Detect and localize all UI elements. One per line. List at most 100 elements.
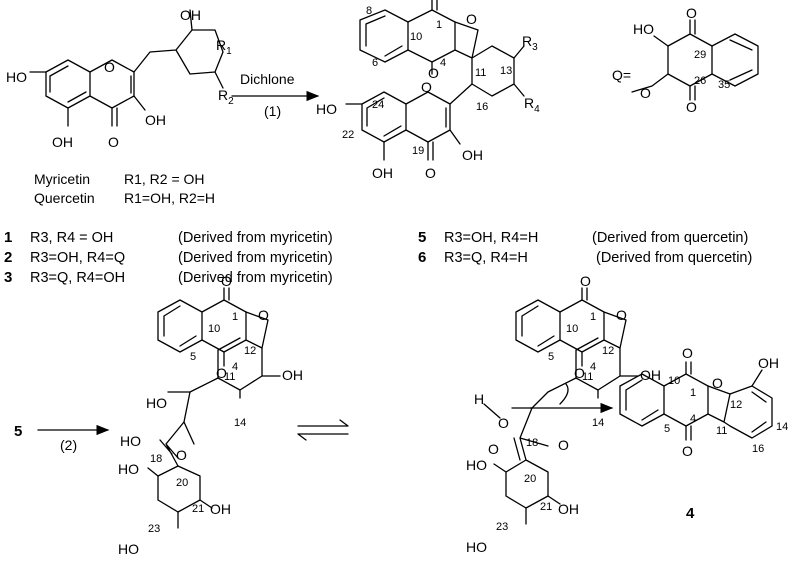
- fp-furan-oxygen: O: [712, 375, 723, 391]
- flavonol-7-oh: HO: [6, 69, 27, 85]
- flavonol-r1: R1: [216, 37, 232, 57]
- flavonol-structure: [29, 9, 224, 127]
- fp-num-5: 5: [664, 423, 670, 435]
- flavonol-ring-oxygen: O: [104, 59, 115, 75]
- ib-num-5: 5: [548, 351, 554, 363]
- final-compound-label: 4: [686, 505, 695, 522]
- q-num-26: 26: [694, 75, 706, 87]
- ia-aryl-oh-2: OH: [210, 501, 231, 517]
- compound-3-entry: 3 R3=Q, R4=OH (Derived from myricetin): [4, 269, 333, 286]
- fp-num-12: 12: [730, 399, 742, 411]
- step-2-label: (2): [60, 437, 77, 453]
- product-5-oh: OH: [372, 165, 393, 181]
- myricetin-name: Myricetin: [34, 171, 90, 187]
- svg-text:(Derived from myricetin): (Derived from myricetin): [178, 270, 333, 286]
- ia-18-carbonyl: O: [176, 447, 187, 463]
- quercetin-substituents: R1=OH, R2=H: [124, 190, 215, 206]
- svg-text:3: 3: [4, 269, 12, 286]
- fp-num-4: 4: [690, 413, 696, 425]
- fp-carbonyl-4: O: [682, 443, 693, 459]
- fp-12-oh: OH: [758, 355, 779, 371]
- svg-text:(Derived from myricetin): (Derived from myricetin): [178, 230, 333, 246]
- ib-ketone-oxygen: O: [558, 437, 569, 453]
- q-num-29: 29: [694, 49, 706, 61]
- svg-text:2: 2: [4, 249, 12, 266]
- svg-text:R3, R4 = OH: R3, R4 = OH: [30, 230, 113, 246]
- product-quinone-o4: O: [428, 65, 439, 81]
- q-group-structure: [631, 19, 759, 101]
- intermediate-b-structure: [483, 287, 639, 525]
- svg-text:R3=OH, R4=H: R3=OH, R4=H: [444, 230, 538, 246]
- ia-num-1: 1: [232, 311, 238, 323]
- reagent-dichlone: Dichlone: [240, 71, 295, 87]
- ib-attacking-oxygen: O: [498, 415, 509, 431]
- compound-6-entry: 6 R3=Q, R4=H (Derived from quercetin): [418, 249, 752, 266]
- ib-aryl-oh-1: HO: [466, 457, 487, 473]
- ia-enol-oh-1: HO: [146, 395, 167, 411]
- compound-1-entry: 1 R3, R4 = OH (Derived from myricetin): [4, 229, 333, 246]
- final-product-structure: [619, 361, 773, 441]
- flavonol-3-oh: OH: [145, 112, 166, 128]
- ia-carbonyl-4: O: [216, 365, 227, 381]
- product-19-carbonyl: O: [425, 165, 436, 181]
- q-hydroxyl: HO: [633, 21, 654, 37]
- svg-text:R3=Q, R4=OH: R3=Q, R4=OH: [30, 270, 125, 286]
- product-furan-oxygen: O: [466, 11, 477, 27]
- svg-text:R3=OH, R4=Q: R3=OH, R4=Q: [30, 250, 125, 266]
- flavonol-5-oh: OH: [52, 134, 73, 150]
- fp-num-14: 14: [776, 421, 788, 433]
- quercetin-name: Quercetin: [34, 190, 95, 206]
- product-3-oh: OH: [462, 147, 483, 163]
- svg-text:1: 1: [4, 229, 12, 246]
- fp-num-16: 16: [752, 443, 764, 455]
- product-num-8: 8: [366, 5, 372, 17]
- product-num-1: 1: [436, 19, 442, 31]
- product-r4: R4: [524, 95, 540, 115]
- product-num-24: 24: [372, 99, 384, 111]
- product-num-16: 16: [476, 101, 488, 113]
- ia-num-23: 23: [148, 523, 160, 535]
- product-r3: R3: [522, 33, 538, 53]
- product-structure: [345, 0, 525, 161]
- svg-text:(Derived from myricetin): (Derived from myricetin): [178, 250, 333, 266]
- ib-carbonyl-1: O: [580, 273, 591, 289]
- ia-num-21: 21: [192, 503, 204, 515]
- product-chromone-oxygen: O: [421, 79, 432, 95]
- ib-hydrogen: H: [474, 391, 484, 407]
- fp-carbonyl-1: O: [682, 345, 693, 361]
- ib-carbonyl-4: O: [574, 365, 585, 381]
- product-num-22: 22: [342, 129, 354, 141]
- step-1-label: (1): [264, 103, 281, 119]
- fp-num-10: 10: [668, 375, 680, 387]
- product-7-oh: HO: [316, 101, 337, 117]
- ib-num-12: 12: [602, 345, 614, 357]
- ia-num-4: 4: [232, 361, 238, 373]
- ib-num-21: 21: [540, 501, 552, 513]
- ia-num-12: 12: [244, 345, 256, 357]
- ib-num-14: 14: [592, 417, 604, 429]
- product-num-19: 19: [412, 145, 424, 157]
- compound-2-entry: 2 R3=OH, R4=Q (Derived from myricetin): [4, 249, 333, 266]
- ia-enol-oh-2: HO: [120, 433, 141, 449]
- compound-5-entry: 5 R3=OH, R4=H (Derived from quercetin): [418, 229, 748, 246]
- svg-text:R3=Q, R4=H: R3=Q, R4=H: [444, 250, 528, 266]
- ia-12-oh: OH: [282, 367, 303, 383]
- ia-aryl-oh-3: HO: [118, 541, 139, 557]
- ia-furan-oxygen: O: [258, 307, 269, 323]
- ia-num-20: 20: [176, 477, 188, 489]
- product-num-4: 4: [440, 57, 446, 69]
- ia-num-5: 5: [190, 351, 196, 363]
- product-num-10: 10: [410, 31, 422, 43]
- svg-text:(Derived from quercetin): (Derived from quercetin): [596, 250, 752, 266]
- ib-num-11: 11: [582, 371, 593, 383]
- q-carbonyl-top: O: [686, 5, 697, 21]
- ib-num-10: 10: [566, 323, 578, 335]
- fp-num-1: 1: [690, 387, 696, 399]
- ia-num-18: 18: [150, 453, 162, 465]
- fp-num-11: 11: [716, 425, 727, 437]
- ia-num-14: 14: [234, 417, 246, 429]
- myricetin-substituents: R1, R2 = OH: [124, 171, 205, 187]
- q-num-35: 35: [718, 79, 730, 91]
- product-num-13: 13: [500, 65, 512, 77]
